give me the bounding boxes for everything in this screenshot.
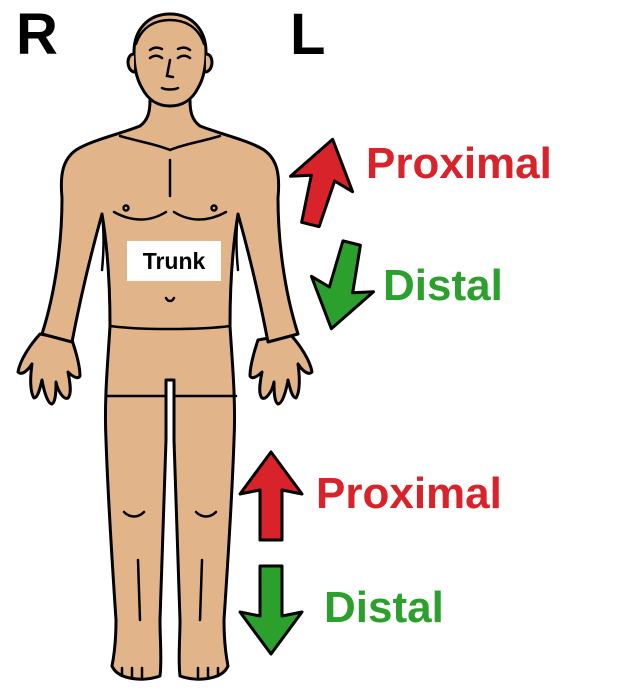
left-hand xyxy=(250,334,312,404)
right-side-label: R xyxy=(16,6,58,64)
upper-distal-label: Distal xyxy=(383,262,503,310)
ear-right xyxy=(128,54,134,72)
lower-distal-label: Distal xyxy=(324,584,444,632)
arrow-down-icon xyxy=(236,562,306,658)
arrow-down-icon xyxy=(306,238,378,334)
arrow-up-icon xyxy=(236,448,306,544)
arrow-up-icon xyxy=(286,134,358,230)
ear-left xyxy=(206,54,212,72)
left-side-label: L xyxy=(290,6,325,64)
right-hand xyxy=(18,334,80,404)
trunk-label: Trunk xyxy=(127,241,221,281)
lower-proximal-label: Proximal xyxy=(316,470,502,518)
upper-proximal-label: Proximal xyxy=(366,140,552,188)
